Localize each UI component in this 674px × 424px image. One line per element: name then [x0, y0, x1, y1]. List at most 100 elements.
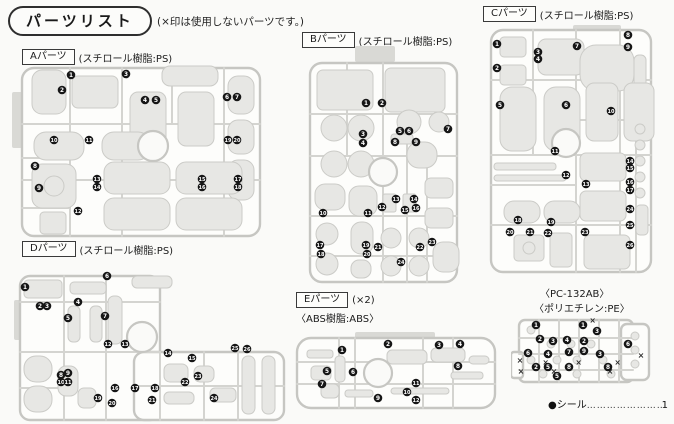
svg-text:26: 26 — [627, 243, 634, 249]
svg-text:8: 8 — [606, 365, 610, 371]
svg-text:12: 12 — [563, 173, 570, 179]
part-number-marker: 3 — [358, 129, 368, 139]
svg-text:×: × — [638, 351, 645, 360]
section-label-b: Bパーツ (スチロール樹脂:PS) — [302, 32, 452, 48]
svg-text:6: 6 — [407, 129, 411, 135]
runner-b-name: Bパーツ — [302, 32, 355, 48]
part-number-marker: 2 — [383, 339, 393, 349]
svg-text:12: 12 — [105, 342, 112, 348]
part-number-marker: 14 — [163, 348, 173, 358]
svg-text:13: 13 — [393, 197, 400, 203]
svg-text:10: 10 — [320, 211, 327, 217]
part-number-marker: 2 — [492, 63, 502, 73]
part-number-marker: 7 — [572, 41, 582, 51]
svg-text:25: 25 — [627, 223, 634, 229]
part-number-marker: 22 — [180, 377, 190, 387]
svg-text:14: 14 — [94, 185, 101, 191]
svg-text:23: 23 — [582, 230, 589, 236]
svg-text:7: 7 — [575, 44, 579, 50]
part-number-marker: 15 — [187, 353, 197, 363]
runner-a-material: (スチロール樹脂:PS) — [78, 53, 173, 65]
svg-text:9: 9 — [66, 371, 70, 377]
svg-text:11: 11 — [65, 380, 72, 386]
part-number-marker: 3 — [595, 349, 605, 359]
svg-text:20: 20 — [364, 252, 371, 258]
svg-text:6: 6 — [105, 274, 109, 280]
svg-text:1: 1 — [581, 323, 585, 329]
runner-pc-name: 〈PC-132AB〉 — [540, 289, 610, 300]
part-number-marker: 21 — [147, 395, 157, 405]
svg-text:15: 15 — [199, 177, 206, 183]
part-number-marker: 4 — [533, 54, 543, 64]
part-number-marker: 1 — [492, 39, 502, 49]
part-number-marker: 19 — [223, 135, 233, 145]
part-number-marker: 5 — [395, 126, 405, 136]
svg-text:4: 4 — [546, 352, 550, 358]
part-number-marker: 4 — [140, 95, 150, 105]
part-number-marker: 2 — [35, 301, 45, 311]
part-number-marker: 20 — [107, 398, 117, 408]
seal-qty: 1 — [661, 400, 668, 411]
svg-text:26: 26 — [244, 347, 251, 353]
svg-text:17: 17 — [235, 177, 242, 183]
svg-text:4: 4 — [536, 57, 540, 63]
part-number-marker: 18 — [150, 383, 160, 393]
svg-text:17: 17 — [627, 188, 634, 194]
section-label-c: Cパーツ (スチロール樹脂:PS) — [483, 6, 633, 22]
svg-text:23: 23 — [195, 374, 202, 380]
svg-text:11: 11 — [413, 381, 420, 387]
svg-text:19: 19 — [95, 396, 102, 402]
svg-text:13: 13 — [122, 342, 129, 348]
svg-text:×: × — [615, 358, 621, 367]
svg-text:2: 2 — [582, 339, 586, 345]
part-number-marker: 23 — [193, 371, 203, 381]
part-number-marker: 24 — [625, 204, 635, 214]
part-number-marker: 12 — [561, 170, 571, 180]
part-number-marker: 6 — [623, 339, 633, 349]
part-number-marker: 26 — [625, 240, 635, 250]
svg-text:8: 8 — [567, 365, 571, 371]
seal-count-line: ●シール …………………… 1 — [548, 396, 668, 411]
part-number-marker: 8 — [56, 370, 66, 380]
svg-text:24: 24 — [627, 207, 634, 213]
part-number-marker: 19 — [361, 240, 371, 250]
svg-text:15: 15 — [402, 208, 409, 214]
svg-text:3: 3 — [45, 304, 49, 310]
svg-text:20: 20 — [234, 138, 241, 144]
svg-text:19: 19 — [548, 220, 555, 226]
part-number-marker: 4 — [543, 349, 553, 359]
part-number-marker: 6 — [102, 271, 112, 281]
svg-text:4: 4 — [76, 300, 80, 306]
part-number-marker: 13 — [120, 339, 130, 349]
svg-text:22: 22 — [182, 380, 189, 386]
svg-text:18: 18 — [235, 185, 242, 191]
part-number-marker: 24 — [396, 257, 406, 267]
svg-text:12: 12 — [413, 398, 420, 404]
svg-text:18: 18 — [152, 386, 159, 392]
svg-text:7: 7 — [446, 127, 450, 133]
part-number-marker: 5 — [552, 371, 562, 381]
part-number-marker: 9 — [63, 368, 73, 378]
svg-text:×: × — [551, 367, 558, 376]
part-number-marker: 3 — [592, 326, 602, 336]
part-number-marker: 4 — [455, 339, 465, 349]
svg-text:1: 1 — [534, 323, 538, 329]
svg-text:1: 1 — [23, 285, 27, 291]
svg-text:7: 7 — [567, 350, 571, 356]
svg-text:2: 2 — [495, 66, 499, 72]
svg-text:20: 20 — [507, 230, 514, 236]
svg-text:2: 2 — [538, 337, 542, 343]
svg-text:9: 9 — [414, 140, 418, 146]
runner-c-material: (スチロール樹脂:PS) — [539, 10, 634, 22]
seal-leader-dots: …………………… — [586, 401, 662, 411]
part-number-marker: 5 — [543, 362, 553, 372]
svg-text:20: 20 — [109, 401, 116, 407]
svg-text:×: × — [518, 367, 525, 376]
part-number-marker: 16 — [197, 182, 207, 192]
part-number-marker: 6 — [561, 100, 571, 110]
part-number-marker: 18 — [513, 215, 523, 225]
runner-d-name: Dパーツ — [22, 241, 76, 257]
part-number-marker: 7 — [317, 379, 327, 389]
